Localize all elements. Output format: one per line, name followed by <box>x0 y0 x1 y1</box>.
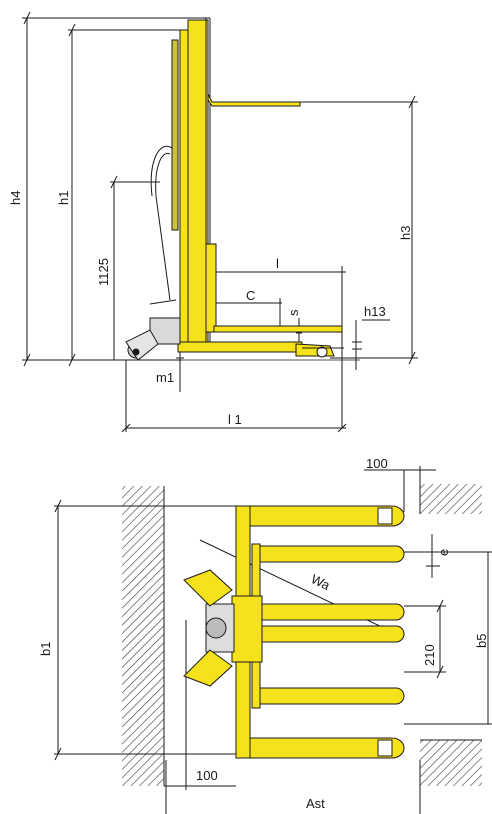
straddle-leg-top <box>239 505 405 527</box>
dimension-1125 <box>110 175 160 360</box>
straddle-leg-bottom <box>239 737 405 759</box>
dimension-210 <box>404 599 446 679</box>
dimension-m1 <box>176 352 184 392</box>
wall-left <box>122 486 164 786</box>
wall-top-right <box>420 484 482 514</box>
label-l: l <box>276 256 279 271</box>
tiller-handle <box>149 145 177 305</box>
dimension-100-top <box>364 466 436 512</box>
dimension-h4 <box>22 11 210 367</box>
dimension-l <box>213 266 346 428</box>
label-ast: Ast <box>306 796 325 811</box>
label-b5: b5 <box>474 634 489 648</box>
label-100-bottom: 100 <box>196 768 218 783</box>
label-e: e <box>436 549 451 556</box>
dimension-c <box>213 298 282 326</box>
forks <box>255 545 405 705</box>
top-view <box>54 466 492 814</box>
label-b1: b1 <box>38 642 53 656</box>
dimension-e <box>426 534 440 578</box>
dimension-100-bottom <box>164 620 236 790</box>
label-1125: 1125 <box>96 258 111 286</box>
dimension-b1 <box>54 499 240 761</box>
fork-lowered <box>205 243 343 333</box>
label-c: C <box>246 288 255 303</box>
label-100-top: 100 <box>366 456 388 471</box>
label-l1: l 1 <box>228 412 242 427</box>
wall-bottom-right <box>420 740 482 786</box>
dimension-ast <box>165 760 421 814</box>
label-m1: m1 <box>156 370 174 385</box>
label-h3: h3 <box>398 226 413 240</box>
label-h13: h13 <box>364 304 386 319</box>
label-h1: h1 <box>56 191 71 205</box>
chassis <box>177 341 344 358</box>
dimension-h13 <box>352 319 390 370</box>
label-wa: Wa <box>309 571 333 593</box>
label-s: s <box>286 309 301 316</box>
body-unit <box>183 569 263 687</box>
fork-raised <box>207 93 301 107</box>
dimension-h3 <box>300 95 418 365</box>
dimension-h1 <box>68 23 180 367</box>
side-view <box>22 11 418 433</box>
dimension-l1 <box>121 360 347 433</box>
dimension-b5 <box>404 551 492 725</box>
label-210: 210 <box>422 644 437 666</box>
mast <box>171 18 211 349</box>
pump-unit <box>125 317 181 361</box>
label-h4: h4 <box>8 191 23 205</box>
